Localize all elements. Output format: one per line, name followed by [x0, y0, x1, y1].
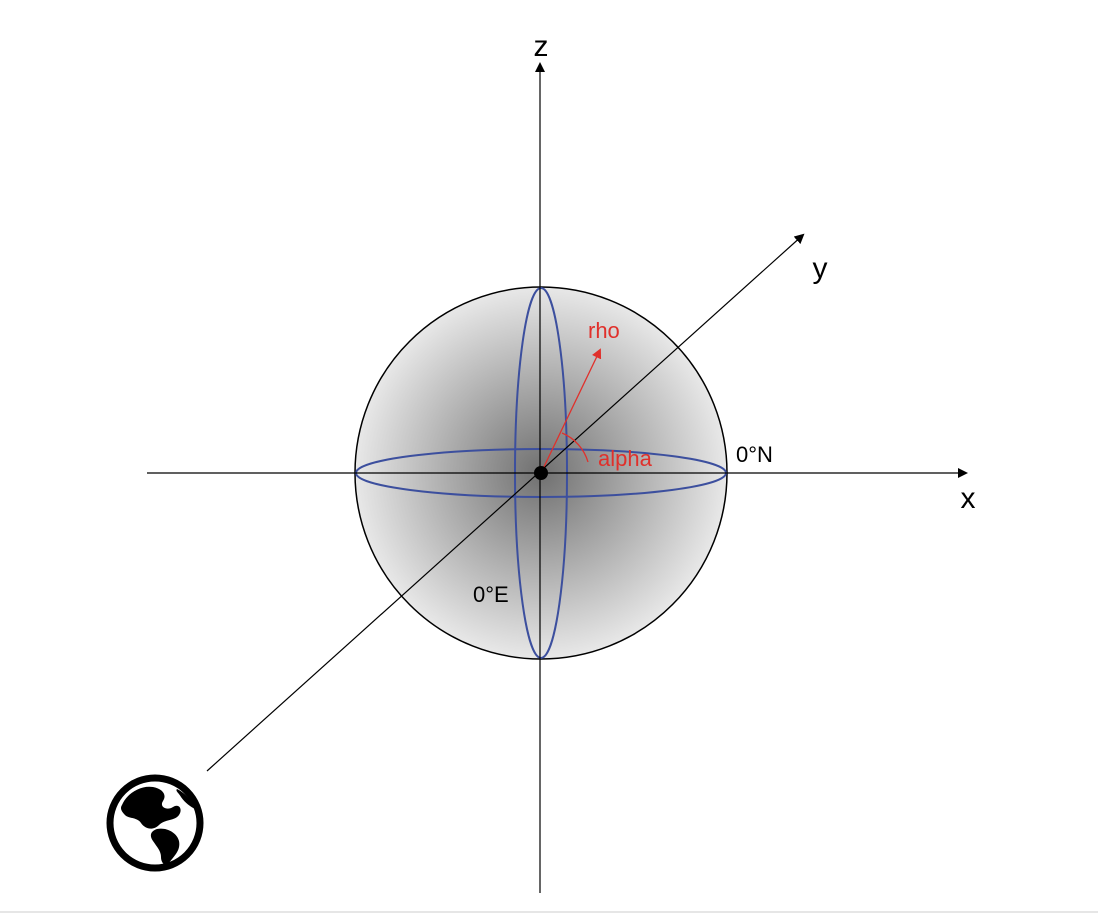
rho-label: rho [588, 318, 620, 343]
z-axis-label: z [534, 30, 549, 63]
longitude-zero-label: 0°E [473, 582, 509, 607]
rho-vector [540, 348, 602, 474]
alpha-arc [561, 432, 589, 463]
y-axis [206, 233, 805, 772]
sphere-center-point [534, 466, 548, 480]
alpha-label: alpha [598, 446, 653, 471]
y-axis-label: y [813, 252, 828, 285]
globe-icon [106, 774, 204, 872]
x-axis-label: x [961, 482, 976, 515]
latitude-zero-label: 0°N [736, 442, 773, 467]
